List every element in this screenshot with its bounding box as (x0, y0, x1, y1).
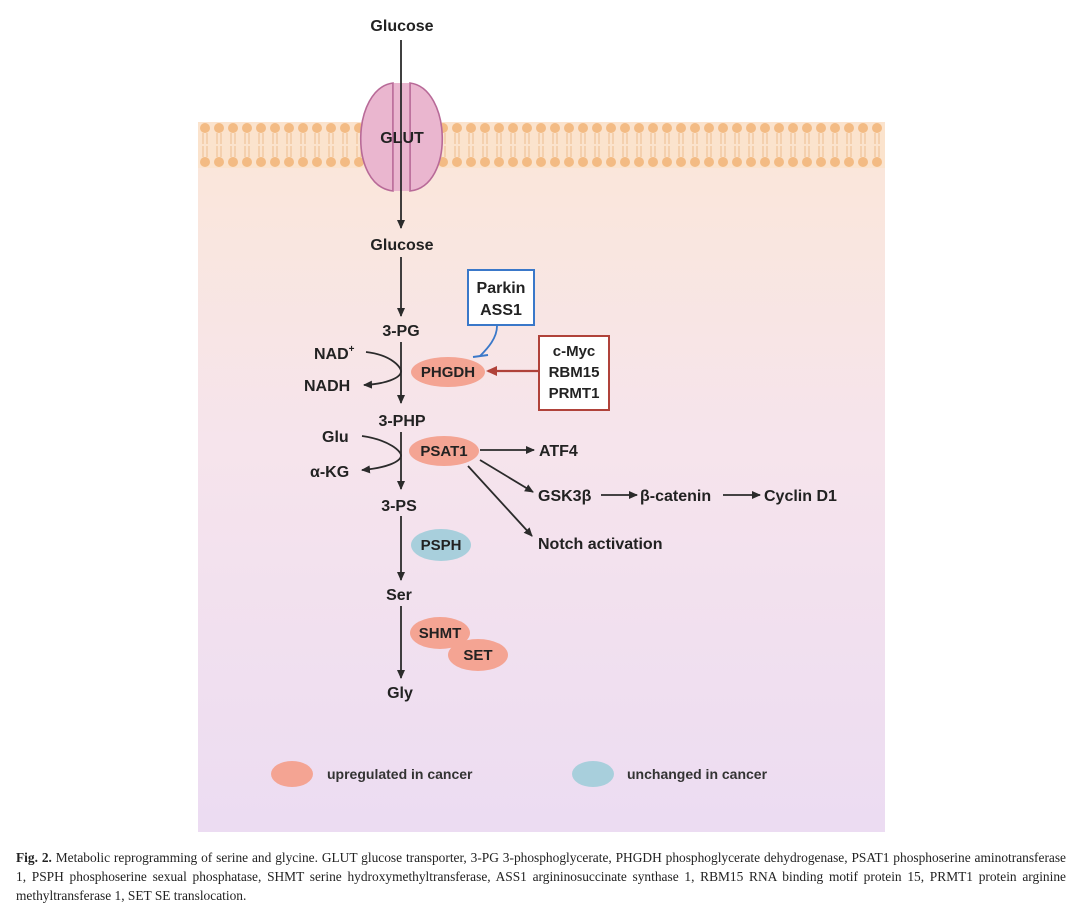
psat1-ellipse (409, 436, 479, 466)
shmt-label: SHMT (419, 625, 462, 642)
set-label: SET (463, 647, 492, 664)
caption-text: Metabolic reprogramming of serine and gl… (16, 850, 1067, 903)
inhibitor-box (467, 269, 535, 326)
ser-label: Ser (386, 587, 412, 604)
legend: upregulated in cancer unchanged in cance… (271, 761, 768, 787)
notch-label: Notch activation (538, 536, 662, 553)
cofactor-arrows (361, 351, 402, 474)
legend-upregulated-label: upregulated in cancer (327, 766, 473, 782)
cmyc-label: c-Myc (553, 343, 596, 360)
cell-membrane (198, 122, 885, 168)
psph-label: PSPH (421, 537, 462, 554)
cell-background (198, 122, 885, 832)
psat1-label: PSAT1 (420, 443, 467, 460)
nad-label: NAD+ (314, 344, 355, 363)
inhibition-connector (479, 325, 498, 357)
glucose-inside-label: Glucose (370, 237, 433, 254)
legend-unchanged-swatch (572, 761, 614, 787)
3pg-label: 3-PG (382, 323, 419, 340)
activator-box (538, 335, 610, 411)
inhibition-bar (472, 354, 489, 358)
3php-label: 3-PHP (378, 413, 425, 430)
legend-upregulated-swatch (271, 761, 313, 787)
glu-label: Glu (322, 429, 349, 446)
rbm15-label: RBM15 (549, 364, 600, 381)
caption-label: Fig. 2. (16, 850, 52, 865)
prmt1-label: PRMT1 (549, 385, 600, 402)
shmt-ellipse (410, 617, 470, 649)
set-ellipse (448, 639, 508, 671)
glut-label: GLUT (380, 130, 424, 147)
parkin-label: Parkin (477, 280, 526, 297)
bcatenin-label: β-catenin (640, 488, 711, 505)
akg-label: α-KG (310, 464, 349, 481)
legend-unchanged-label: unchanged in cancer (627, 766, 768, 782)
ass1-label: ASS1 (480, 302, 522, 319)
psph-ellipse (411, 529, 471, 561)
gsk3b-label: GSK3β (538, 488, 592, 505)
3ps-label: 3-PS (381, 498, 417, 515)
gly-label: Gly (387, 685, 413, 702)
phgdh-label: PHGDH (421, 364, 475, 381)
glucose-outside-label: Glucose (370, 18, 433, 35)
figure-caption: Fig. 2. Metabolic reprogramming of serin… (16, 848, 1066, 905)
phgdh-ellipse (411, 357, 485, 387)
nadh-label: NADH (304, 378, 350, 395)
atf4-label: ATF4 (539, 443, 578, 460)
cyclind1-label: Cyclin D1 (764, 488, 837, 505)
psat1-branch-arrows (467, 446, 761, 537)
